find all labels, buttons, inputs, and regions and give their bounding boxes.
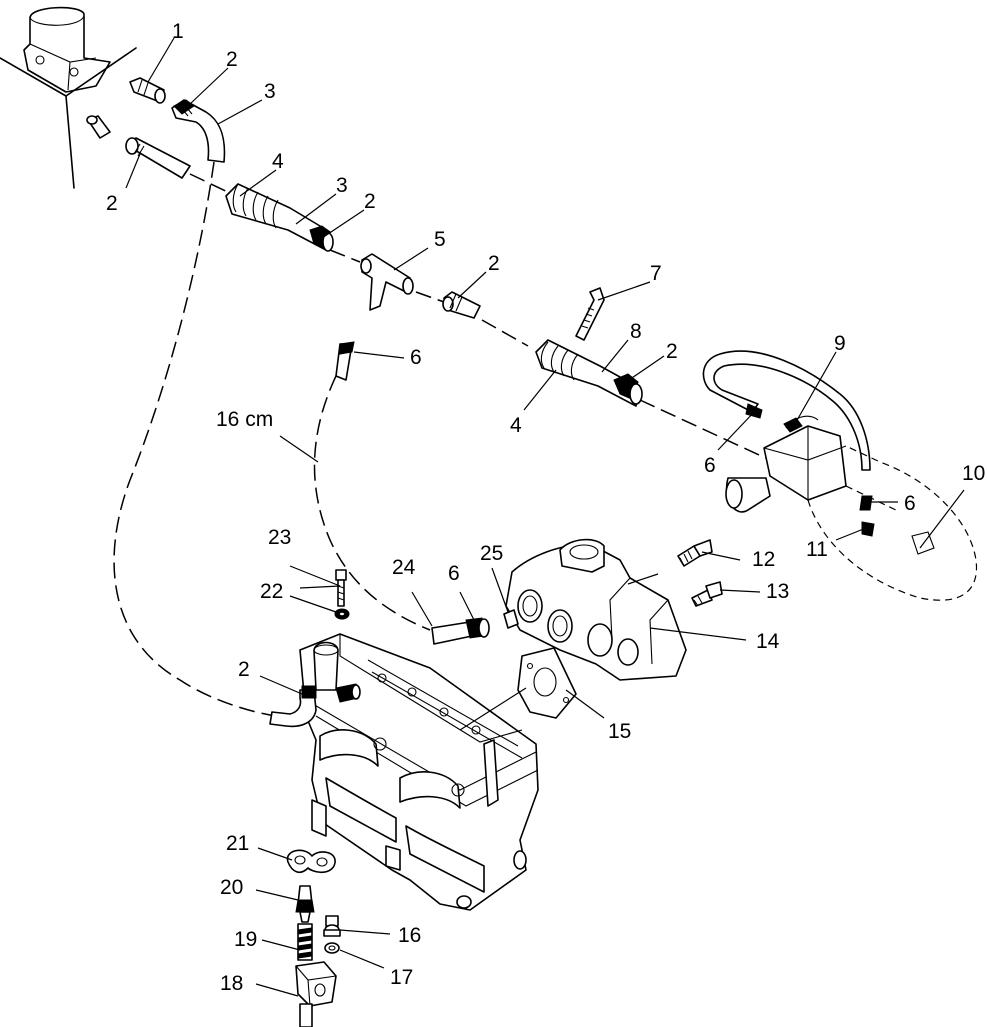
callout-23: 23 (268, 526, 291, 549)
hose-loop-right (702, 350, 871, 471)
bolt-23 (335, 569, 347, 607)
bracket-18 (295, 961, 337, 1027)
gasket-21 (286, 849, 336, 874)
cylinder-block (299, 633, 539, 911)
callout-2-center: 2 (488, 252, 500, 275)
callout-18: 18 (220, 972, 243, 995)
callout-2-top: 2 (226, 48, 238, 71)
hose-assembly-4-3-2 (225, 183, 334, 252)
cylinder-fitting (335, 683, 361, 703)
hose-length-label: 16 cm (216, 408, 273, 431)
hose-straight-left (125, 137, 191, 179)
callout-2-mid: 2 (364, 190, 376, 213)
callout-2-right: 2 (666, 340, 678, 363)
callout-24: 24 (392, 556, 416, 579)
callout-14: 14 (756, 630, 780, 653)
fitting-1 (129, 77, 166, 104)
hose-assembly-4-8-2 (535, 339, 643, 407)
dashed-route-left (113, 161, 277, 717)
centerline-mid2 (415, 291, 445, 303)
callout-20: 20 (220, 876, 243, 899)
centerline-mid (329, 249, 361, 263)
callouts: 1 2 3 2 4 3 2 5 2 7 8 2 4 6 9 6 6 10 11 … (106, 20, 985, 995)
callout-13: 13 (766, 580, 789, 603)
tee-fitting-5 (360, 253, 414, 311)
callout-22: 22 (260, 580, 283, 603)
callout-10: 10 (962, 462, 985, 485)
hose-16cm (313, 341, 431, 631)
screw-12 (677, 539, 713, 567)
hose-3-upper (171, 99, 226, 163)
screw-13 (691, 581, 723, 607)
callout-3-mid: 3 (336, 174, 348, 197)
part-20 (295, 885, 315, 923)
callout-1: 1 (172, 20, 184, 43)
callout-6-lower: 6 (448, 562, 460, 585)
washer-22 (334, 608, 350, 620)
callout-4-right: 4 (510, 414, 522, 437)
callout-16: 16 (398, 924, 421, 947)
callout-4-left: 4 (272, 150, 284, 173)
spring-19 (297, 923, 313, 961)
centerline-main (189, 173, 233, 195)
sleeve (86, 115, 111, 139)
callout-25: 25 (480, 542, 503, 565)
callout-11: 11 (806, 538, 828, 561)
callout-2-cylinder: 2 (238, 658, 250, 681)
fitting-16 (323, 915, 341, 937)
hose-24 (431, 617, 490, 645)
centerline-mid3 (481, 319, 529, 347)
callout-17: 17 (390, 966, 413, 989)
o-ring-17 (324, 942, 340, 954)
callout-5: 5 (434, 228, 446, 251)
callout-6-loop: 6 (704, 454, 716, 477)
bolt-7 (575, 287, 605, 341)
callout-6-hose: 6 (410, 346, 422, 369)
callout-8: 8 (630, 320, 642, 343)
callout-6-block: 6 (904, 492, 916, 515)
leader-lines (125, 37, 965, 997)
callout-15: 15 (608, 720, 631, 743)
callout-3-top: 3 (264, 80, 276, 103)
centerline-right (639, 399, 771, 461)
nipple-25 (503, 609, 519, 629)
manifold-14 (505, 538, 687, 681)
callout-21: 21 (226, 832, 249, 855)
junction-block (725, 425, 978, 601)
callout-7: 7 (650, 262, 662, 285)
callout-19: 19 (234, 928, 257, 951)
callout-9: 9 (834, 332, 846, 355)
gasket-15 (517, 647, 577, 719)
pump-body (0, 6, 137, 189)
callout-12: 12 (752, 548, 775, 571)
clamp-2-center (442, 291, 481, 319)
callout-2-left: 2 (106, 192, 118, 215)
clamp-2-cylinder (269, 685, 317, 728)
